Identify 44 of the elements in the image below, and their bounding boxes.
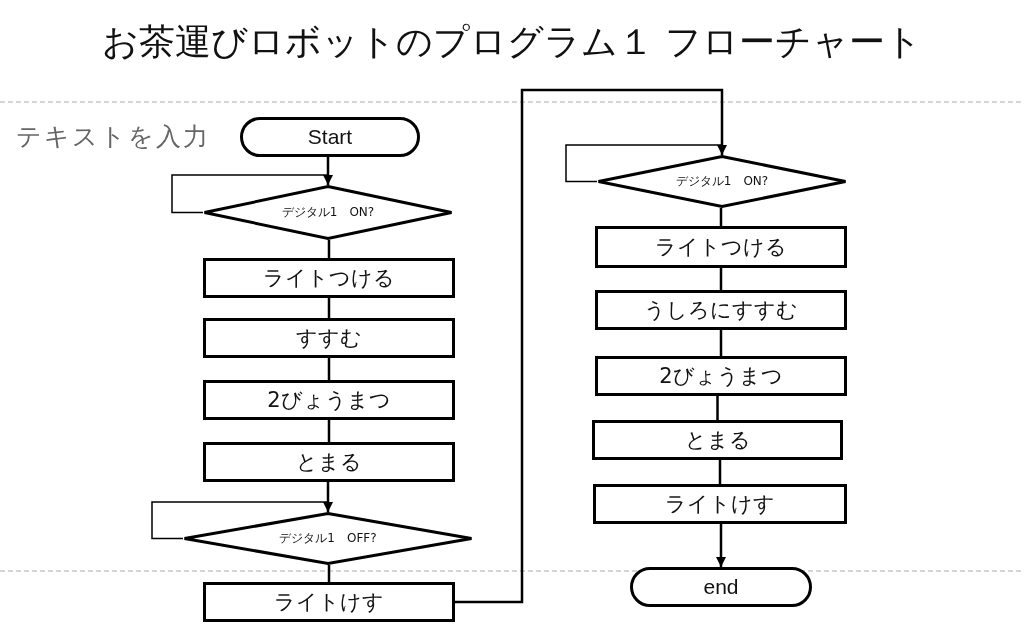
connector-line [719,330,723,356]
process-box [593,484,847,524]
connector-line [455,88,724,604]
process-box [592,420,843,460]
step-text: Start [307,125,353,149]
step-text: ライトけす [274,589,384,616]
connector-line [718,460,722,484]
step-text: とまる [684,427,751,454]
step-text: 2びょうまつ [659,363,783,390]
step-text: ライトつける [655,234,787,261]
process-box [595,290,847,330]
process-box [203,442,455,482]
step-text: end [703,575,739,599]
terminal-shape [240,117,420,157]
step-text: すすむ [296,325,362,352]
connector-line [719,268,723,290]
step-text: うしろにすすむ [644,297,798,324]
terminal-shape [630,567,812,607]
connector-line [327,298,331,318]
step-text: 2びょうまつ [267,387,391,414]
placeholder-text: テキストを入力 [16,121,210,153]
decision-diamond [597,155,847,208]
condition-text: デジタル1 ON? [281,204,375,221]
condition-text: デジタル1 OFF? [279,530,377,547]
loop-arrow [171,174,333,214]
decision-diamond [183,512,473,565]
arrow [716,524,726,567]
loop-arrow [151,501,333,540]
process-box [203,318,455,358]
process-box [203,258,455,298]
connector-line [716,396,719,420]
step-text: とまる [296,449,362,476]
connector-line [327,358,331,380]
decision-diamond [203,185,453,240]
diagram-title: お茶運びロボットのプログラム１ フローチャート [100,20,924,64]
condition-text: デジタル1 ON? [675,173,769,190]
process-box [203,582,455,622]
process-box [203,380,455,420]
loop-arrow [565,144,727,183]
step-text: ライトけす [665,491,775,518]
process-box [595,226,847,268]
step-text: ライトつける [263,265,395,292]
connector-line [327,420,331,442]
process-box [595,356,847,396]
